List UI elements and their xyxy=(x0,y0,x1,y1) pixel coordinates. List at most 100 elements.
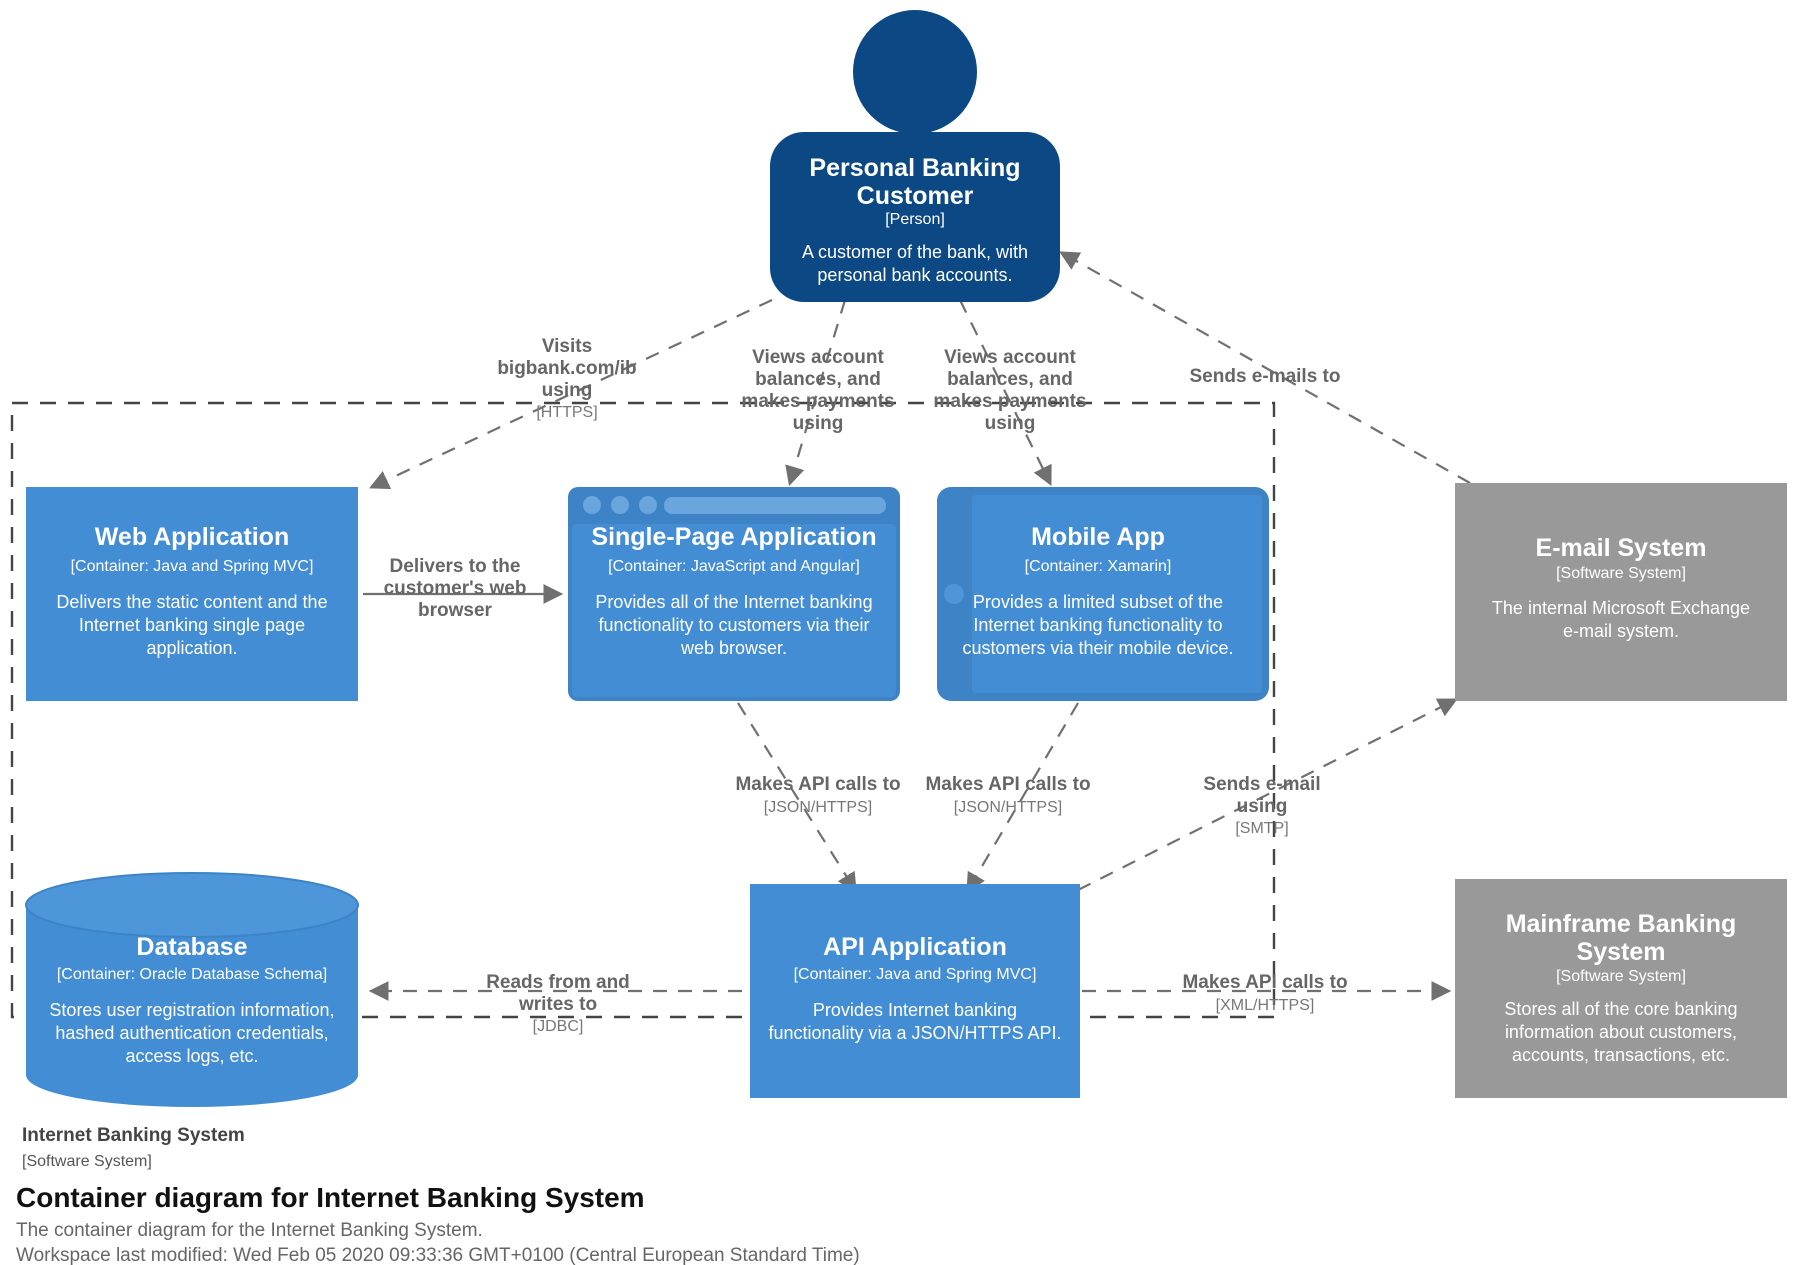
edge-label-line3: makes payments xyxy=(933,391,1086,412)
edge-line xyxy=(959,299,1052,486)
node-description-line1: Stores user registration information, xyxy=(49,1000,334,1020)
edge-web-application-to-single-page-application: Delivers to the customer's web browser xyxy=(363,556,564,621)
edge-person-to-web-application: Visits bigbank.com/ib using [HTTPS] xyxy=(369,299,773,489)
node-title-line1: Mainframe Banking xyxy=(1506,910,1737,938)
node-title: Mobile App xyxy=(1031,523,1165,551)
mobile-home-button-icon xyxy=(944,584,964,604)
caption-description: The container diagram for the Internet B… xyxy=(16,1220,483,1241)
edge-api-application-to-mainframe-banking-system: Makes API calls to [XML/HTTPS] xyxy=(1082,972,1452,1014)
node-description-line2: functionality to customers via their xyxy=(598,615,869,635)
browser-address-bar-icon xyxy=(664,497,886,514)
node-box xyxy=(1455,879,1787,1098)
boundary-type: [Software System] xyxy=(22,1153,152,1170)
edge-person-to-single-page-application: Views account balances, and makes paymen… xyxy=(741,299,895,487)
node-type: [Container: Java and Spring MVC] xyxy=(794,966,1037,983)
edge-technology: [SMTP] xyxy=(1235,820,1288,837)
node-description-line2: Internet banking functionality to xyxy=(973,615,1222,635)
edge-label-line2: customer's web xyxy=(384,578,527,599)
node-type: [Container: JavaScript and Angular] xyxy=(608,558,860,575)
browser-dot-icon xyxy=(611,496,629,514)
node-description-line3: customers via their mobile device. xyxy=(962,638,1233,658)
node-title-line2: Customer xyxy=(857,182,974,210)
edge-line xyxy=(1059,251,1471,484)
edge-label-line1: Visits xyxy=(542,336,592,357)
edge-api-application-to-email-system: Sends e-mail using [SMTP] xyxy=(1077,698,1458,891)
edge-person-to-mobile-app: Views account balances, and makes paymen… xyxy=(933,299,1087,486)
node-description-line2: information about customers, xyxy=(1505,1022,1737,1042)
node-description-line1: The internal Microsoft Exchange xyxy=(1492,598,1750,618)
node-email-system[interactable]: E-mail System [Software System] The inte… xyxy=(1455,483,1787,701)
edge-label-line1: Reads from and xyxy=(486,972,630,993)
node-box xyxy=(26,487,358,701)
node-personal-banking-customer[interactable]: Personal Banking Customer [Person] A cus… xyxy=(770,10,1060,302)
node-description-line3: application. xyxy=(146,638,237,658)
edge-line xyxy=(966,702,1079,893)
node-description-line3: accounts, transactions, etc. xyxy=(1512,1045,1730,1065)
edge-single-page-application-to-api-application: Makes API calls to [JSON/HTTPS] xyxy=(735,702,901,893)
person-head-icon xyxy=(853,10,977,134)
node-description-line2: functionality via a JSON/HTTPS API. xyxy=(768,1023,1061,1043)
node-type: [Container: Java and Spring MVC] xyxy=(71,558,314,575)
node-description-line2: e-mail system. xyxy=(1563,621,1679,641)
edge-label-line1: Makes API calls to xyxy=(925,774,1090,795)
node-title: Web Application xyxy=(95,523,289,551)
edge-technology: [JDBC] xyxy=(533,1018,584,1035)
node-description-line1: Stores all of the core banking xyxy=(1504,999,1737,1019)
caption-title: Container diagram for Internet Banking S… xyxy=(16,1182,645,1213)
node-type: [Software System] xyxy=(1556,968,1686,985)
node-description-line3: access logs, etc. xyxy=(125,1046,258,1066)
edge-label-line2: bigbank.com/ib xyxy=(497,358,636,379)
edge-label-line2: using xyxy=(1237,796,1288,817)
edge-technology: [XML/HTTPS] xyxy=(1216,997,1315,1014)
node-mainframe-banking-system[interactable]: Mainframe Banking System [Software Syste… xyxy=(1455,879,1787,1098)
edge-label-line1: Sends e-mail xyxy=(1203,774,1320,795)
edge-technology: [HTTPS] xyxy=(536,404,597,421)
node-web-application[interactable]: Web Application [Container: Java and Spr… xyxy=(26,487,358,701)
node-description-line1: Provides a limited subset of the xyxy=(973,592,1223,612)
browser-dot-icon xyxy=(583,496,601,514)
node-description-line1: Provides Internet banking xyxy=(813,1000,1017,1020)
cylinder-top xyxy=(26,873,358,937)
node-single-page-application[interactable]: Single-Page Application [Container: Java… xyxy=(568,487,900,701)
node-title-line2: System xyxy=(1577,938,1666,966)
edge-label-line2: writes to xyxy=(518,994,597,1015)
edge-label-line1: Views account xyxy=(944,347,1076,368)
node-type: [Container: Oracle Database Schema] xyxy=(57,966,327,983)
node-title: API Application xyxy=(823,933,1007,961)
node-box xyxy=(750,884,1080,1098)
edge-line xyxy=(785,299,847,487)
edge-line xyxy=(1077,698,1458,891)
edge-label-line1: Makes API calls to xyxy=(735,774,900,795)
edge-technology: [JSON/HTTPS] xyxy=(764,799,872,816)
boundary-title: Internet Banking System xyxy=(22,1125,245,1146)
node-title: Single-Page Application xyxy=(591,523,876,551)
node-box xyxy=(1455,483,1787,701)
edge-technology: [JSON/HTTPS] xyxy=(954,799,1062,816)
node-description-line2: personal bank accounts. xyxy=(817,265,1012,285)
node-type: [Person] xyxy=(885,211,945,228)
node-description-line2: hashed authentication credentials, xyxy=(55,1023,328,1043)
node-type: [Software System] xyxy=(1556,565,1686,582)
edge-label-line2: balances, and xyxy=(755,369,881,390)
person-body-shape xyxy=(770,132,1060,302)
node-title: Database xyxy=(136,933,247,961)
edge-label-line2: balances, and xyxy=(947,369,1073,390)
browser-viewport xyxy=(572,524,896,697)
node-mobile-app[interactable]: Mobile App [Container: Xamarin] Provides… xyxy=(937,487,1269,701)
edge-label-line1: Makes API calls to xyxy=(1182,972,1347,993)
node-description-line2: Internet banking single page xyxy=(79,615,305,635)
edge-line xyxy=(737,702,857,893)
cylinder-top-outline xyxy=(25,872,359,938)
edge-label-line3: using xyxy=(542,380,593,401)
mobile-device-screen xyxy=(972,495,1262,693)
edge-label-line4: using xyxy=(793,413,844,434)
node-description-line1: A customer of the bank, with xyxy=(802,242,1028,262)
node-type: [Container: Xamarin] xyxy=(1025,558,1172,575)
node-database[interactable]: Database [Container: Oracle Database Sch… xyxy=(25,872,359,1107)
edge-label-line3: makes payments xyxy=(741,391,894,412)
node-api-application[interactable]: API Application [Container: Java and Spr… xyxy=(750,884,1080,1098)
edge-mobile-app-to-api-application: Makes API calls to [JSON/HTTPS] xyxy=(925,702,1091,893)
browser-dot-icon xyxy=(639,496,657,514)
